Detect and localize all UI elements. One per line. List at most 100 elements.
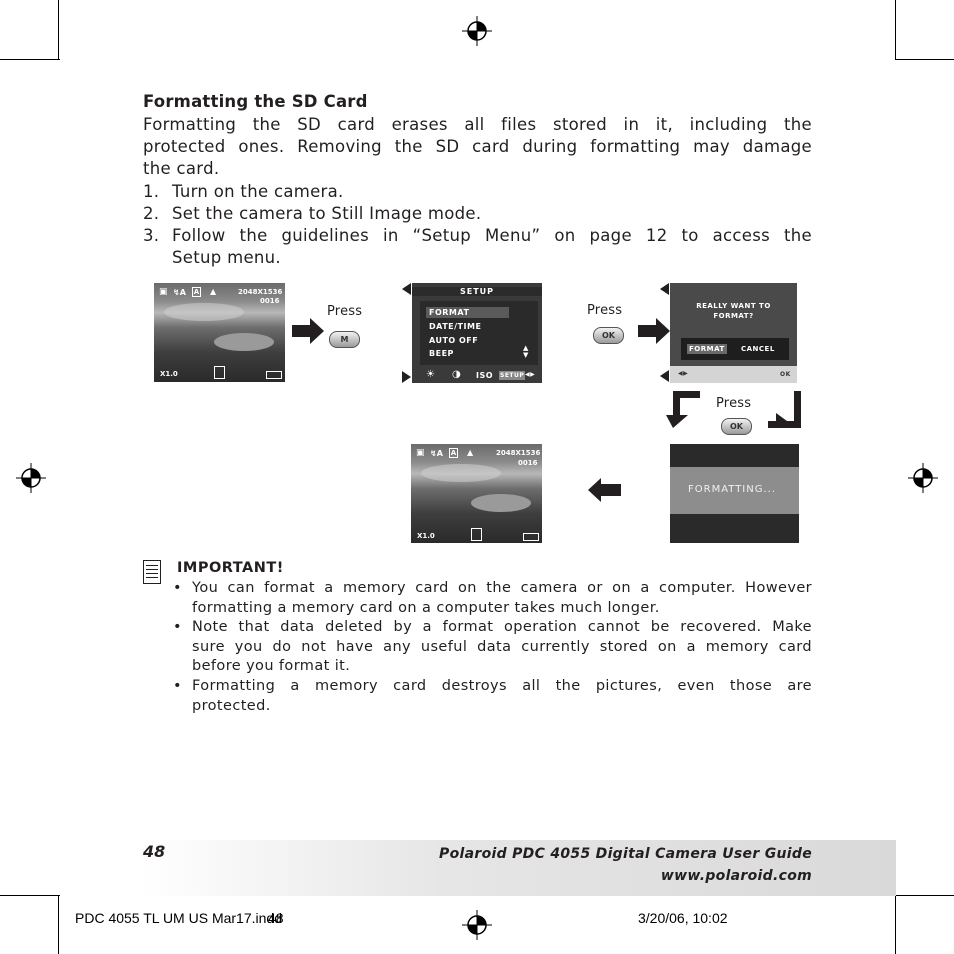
intro-line: protected ones. Removing the SD card dur… [143,137,812,156]
flash-auto-icon: ↯A [430,449,443,458]
triangle-left-icon [660,370,669,382]
brightness-icon: ☀ [426,369,436,380]
guide-title: Polaroid PDC 4055 Digital Camera User Gu… [439,846,812,862]
bullet-dot-icon: • [173,619,182,635]
arrow-left-icon [588,478,621,502]
registration-mark-icon [462,910,492,940]
scene-icon: ▲ [210,287,217,296]
formatting-label: FORMATTING... [688,484,777,495]
bullet-text: sure you do not have any useful data cur… [192,638,812,655]
resolution-label: 2048X1536 [496,449,541,457]
step-text: Setup menu. [172,248,281,267]
setup-menu-item: BEEP [429,349,454,358]
battery-icon [266,371,282,379]
format-option-button: FORMAT [687,344,727,354]
section-title: Formatting the SD Card [143,92,368,111]
triangle-left-icon [402,283,411,295]
confirm-button-bar [681,338,789,360]
scroll-updown-icon: ▲▼ [523,344,529,359]
setup-menu-item: DATE/TIME [429,322,482,331]
setup-menu-screen: SETUP FORMAT DATE/TIME AUTO OFF BEEP ▲▼ … [412,283,542,383]
bullet-text: formatting a memory card on a computer t… [192,599,660,616]
step-number: 1. [143,182,160,201]
bullet-text: Note that data deleted by a format opera… [192,619,812,635]
left-right-icon: ◀▶ [678,370,689,377]
confirm-question: REALLY WANT TO [696,302,771,310]
important-bullet: • You can format a memory card on the ca… [173,579,812,619]
step-number: 2. [143,204,160,223]
press-label: Press [327,304,363,319]
shot-count: 0016 [260,297,280,305]
arrow-right-icon [638,318,670,344]
formatting-screen: FORMATTING... [670,444,799,543]
triangle-left-icon [660,283,669,295]
crop-mark [58,0,59,60]
formatting-band [670,467,799,514]
page-number: 48 [143,842,166,861]
confirm-question: FORMAT? [713,312,754,320]
slug-page: 48 [268,910,284,926]
setup-tab-icon: SETUP [499,371,526,380]
zoom-label: X1.0 [160,370,178,378]
step-item: 1. Turn on the camera. [143,181,812,203]
slug-filename: PDC 4055 TL UM US Mar17.indd [75,910,282,926]
website-link[interactable]: www.polaroid.com [660,868,812,884]
footer-band [140,840,896,896]
scene-icon: ▲ [467,448,474,457]
ok-button-icon: OK [593,327,624,344]
camera-mode-icon: ▣ [159,287,168,297]
step-item: 3. Follow the guidelines in “Setup Menu”… [143,225,812,269]
crop-mark [895,895,954,896]
camera-preview-screen: ▣ ↯A A ▲ 2048X1536 0016 X1.0 [411,444,542,543]
bullet-text: protected. [192,697,271,714]
crop-mark [895,59,954,60]
registration-mark-icon [908,463,938,493]
triangle-right-icon [402,371,411,383]
slug-datetime: 3/20/06, 10:02 [638,910,728,926]
preview-photo [411,444,542,543]
intro-line: the card. [143,159,220,178]
camera-mode-icon: ▣ [416,448,425,458]
step-text: Follow the guidelines in “Setup Menu” on… [172,226,812,245]
important-heading: IMPORTANT! [177,560,284,576]
press-label: Press [716,396,752,411]
shot-count: 0016 [518,459,538,467]
bullet-text: You can format a memory card on the came… [192,580,812,596]
ok-button-icon: OK [721,418,752,435]
crop-mark [895,0,896,60]
crop-mark [58,895,59,954]
press-label: Press [587,303,623,318]
bullet-text: before you format it. [192,658,351,674]
bullet-dot-icon: • [173,678,182,694]
registration-mark-icon [16,463,46,493]
arrow-curve-down-right-icon [768,391,801,428]
setup-menu-title: SETUP [412,287,542,296]
cancel-option-button: CANCEL [741,345,775,353]
preview-photo [154,283,285,382]
contrast-icon: ◑ [452,369,462,380]
setup-menu-item: FORMAT [429,308,470,317]
quality-icon: A [449,448,458,458]
step-text: Turn on the camera. [172,182,344,201]
crop-mark [895,895,896,954]
important-bullet: • Note that data deleted by a format ope… [173,618,812,678]
iso-icon: ISO [476,371,494,380]
confirm-bottom-bar [670,366,797,383]
battery-icon [523,533,539,541]
notepad-icon [143,560,161,584]
crop-mark [0,895,60,896]
sd-card-icon [214,366,225,379]
bullet-text: Formatting a memory card destroys all th… [192,678,812,694]
arrow-curve-down-left-icon [666,391,700,428]
registration-mark-icon [462,16,492,46]
crop-mark [0,59,60,60]
left-right-icon: ◀▶ [525,371,536,378]
step-item: 2. Set the camera to Still Image mode. [143,203,812,225]
step-text: Set the camera to Still Image mode. [172,204,482,223]
step-number: 3. [143,226,160,245]
quality-icon: A [192,287,201,297]
sd-card-icon [471,528,482,541]
setup-menu-item: AUTO OFF [429,336,479,345]
menu-button-icon: M [329,331,360,348]
important-bullet: • Formatting a memory card destroys all … [173,677,812,717]
